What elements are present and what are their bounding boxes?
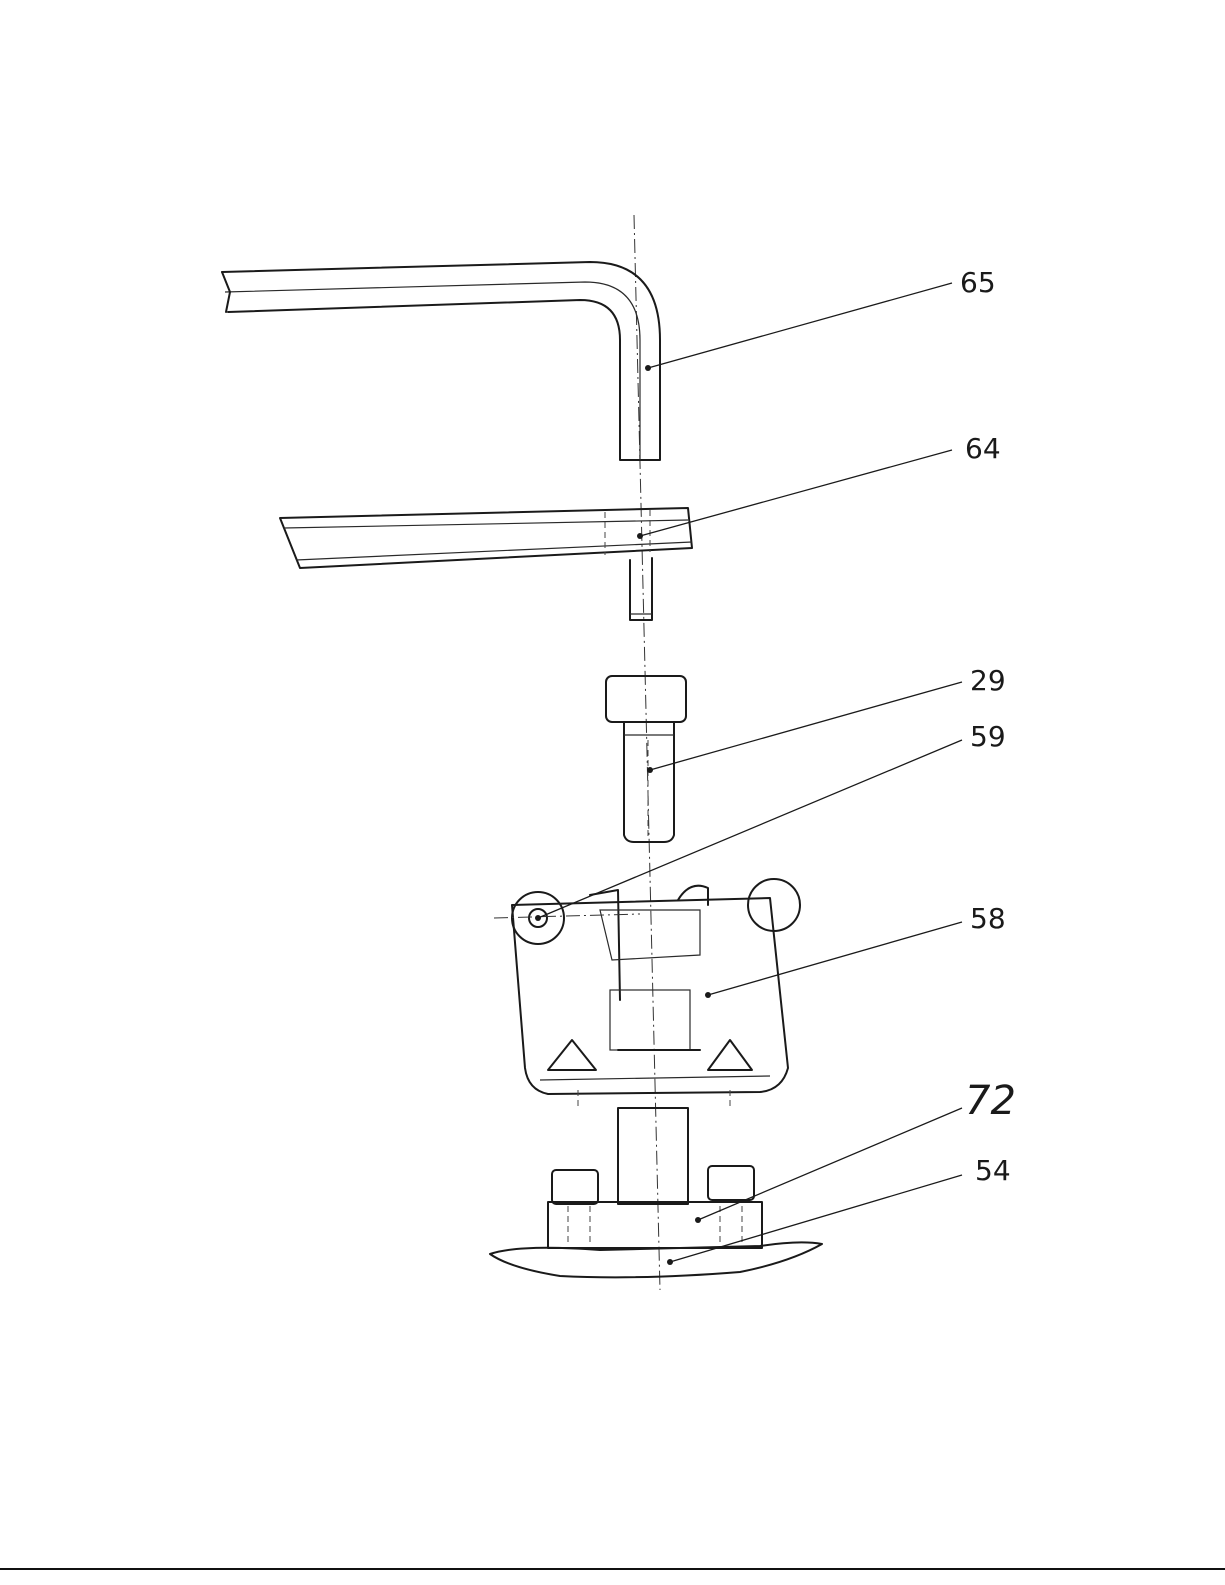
label-65: 65 (960, 266, 996, 299)
leader-65 (648, 283, 952, 368)
label-59: 59 (970, 720, 1006, 753)
leader-58 (708, 922, 962, 995)
label-54: 54 (975, 1154, 1011, 1187)
leader-59 (538, 740, 962, 918)
bottom-border-rule (0, 1568, 1225, 1570)
label-58: 58 (970, 902, 1006, 935)
label-72: 72 (965, 1078, 1016, 1124)
bar-part-64 (280, 508, 692, 620)
leader-64 (640, 450, 952, 536)
leader-29 (650, 682, 962, 770)
center-axis (634, 215, 660, 1290)
holder-block-part-58 (494, 879, 800, 1110)
label-29: 29 (970, 664, 1006, 697)
leader-72 (698, 1108, 962, 1220)
leader-54 (670, 1175, 962, 1262)
label-64: 64 (965, 432, 1001, 465)
hex-key-part-65 (222, 262, 660, 460)
